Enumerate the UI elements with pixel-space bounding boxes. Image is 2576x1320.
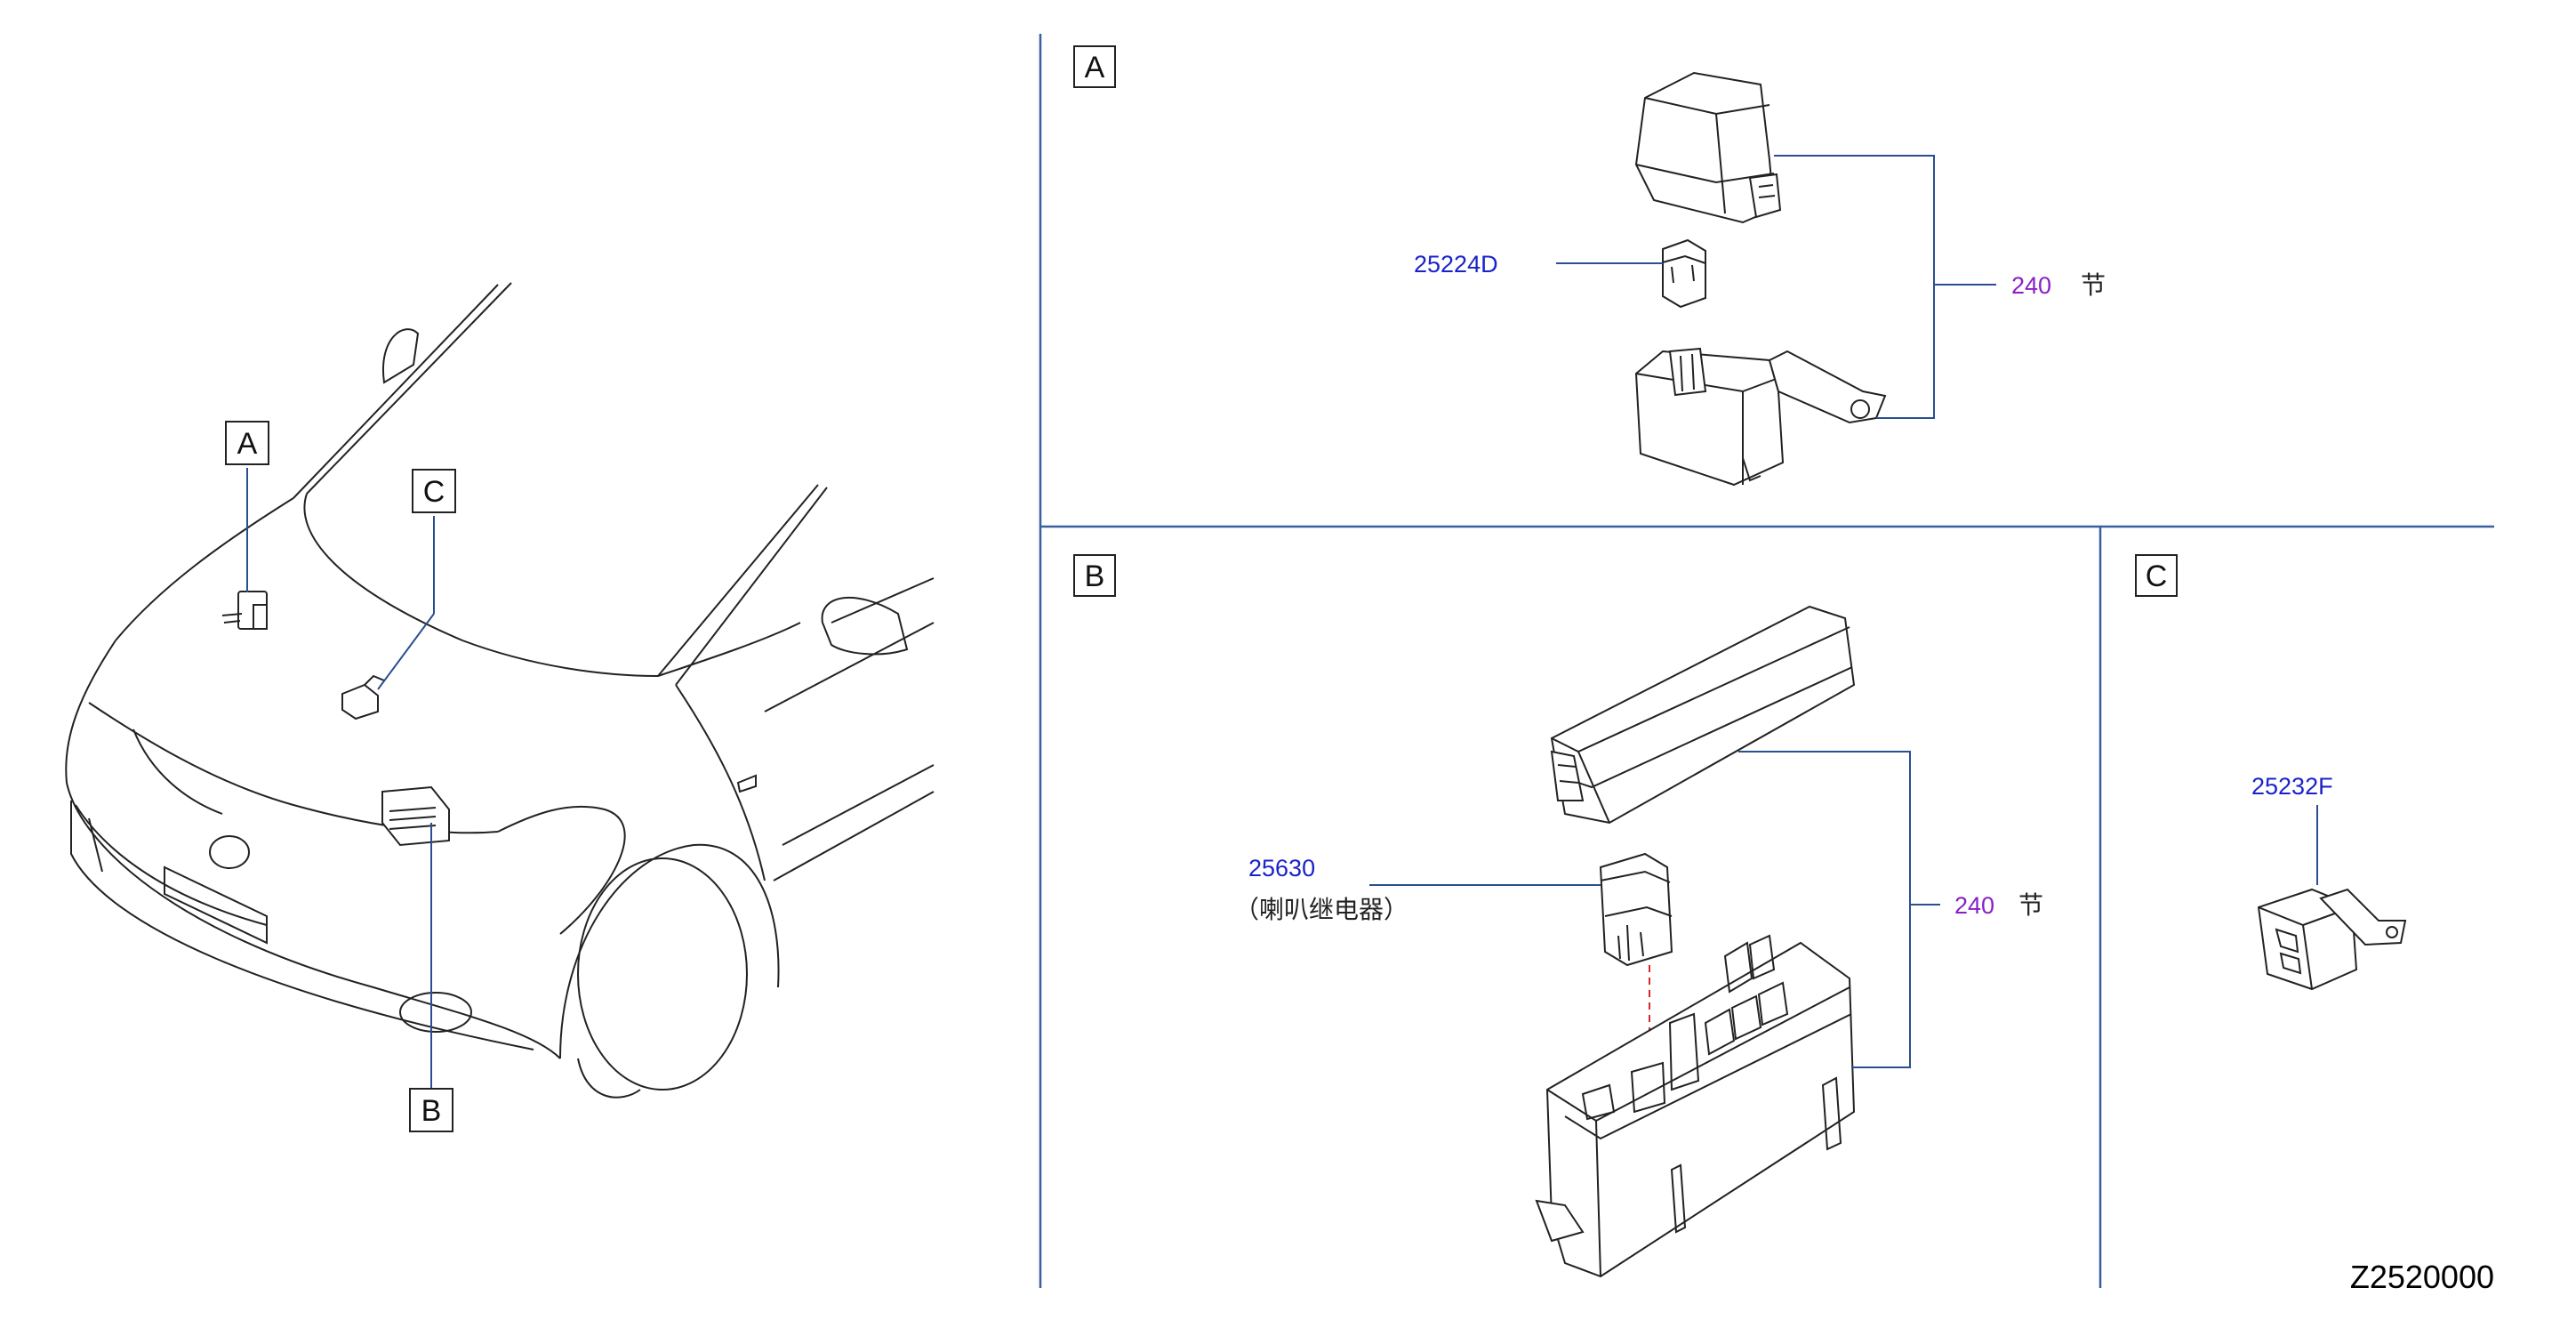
svg-text:A: A [237,427,258,461]
section-c-label: C [2135,554,2178,597]
svg-text:C: C [423,475,445,509]
svg-text:A: A [1085,51,1105,85]
svg-text:B: B [1085,559,1105,593]
part-note-horn-relay: （喇叭继电器） [1234,896,1408,923]
reference-240-b[interactable]: 240 [1954,892,1994,919]
relay-box-base [1634,347,1887,487]
car-overview-illustration [65,282,935,1099]
part-number-25630[interactable]: 25630 [1248,855,1315,881]
overview-label-b: B [409,1088,453,1132]
relay-box-cover [1634,71,1782,224]
section-b: B [1073,554,2043,1278]
relay-25232f [2257,888,2407,991]
overview-label-a: A [225,421,269,465]
part-number-25232f[interactable]: 25232F [2251,773,2333,800]
section-a: A [1073,45,2106,487]
panel-dividers [1039,34,2494,1288]
section-b-label: B [1073,554,1116,597]
reference-240-a[interactable]: 240 [2011,272,2051,299]
fuse-box-base [1535,934,1856,1278]
overview-leaders [246,468,435,1089]
section-a-label: A [1073,45,1116,88]
overview-label-c: C [412,469,456,513]
relay-25224d [1662,238,1706,309]
svg-text:B: B [421,1094,442,1128]
section-c: C 25232F [2135,554,2407,991]
relay-25630 [1599,852,1673,967]
svg-text:C: C [2146,559,2168,593]
diagram-code: Z2520000 [2350,1259,2494,1295]
part-number-25224d[interactable]: 25224D [1414,251,1498,278]
reference-suffix-a: 节 [2081,271,2106,299]
reference-suffix-b: 节 [2018,891,2043,919]
fuse-box-cover [1550,605,1856,825]
